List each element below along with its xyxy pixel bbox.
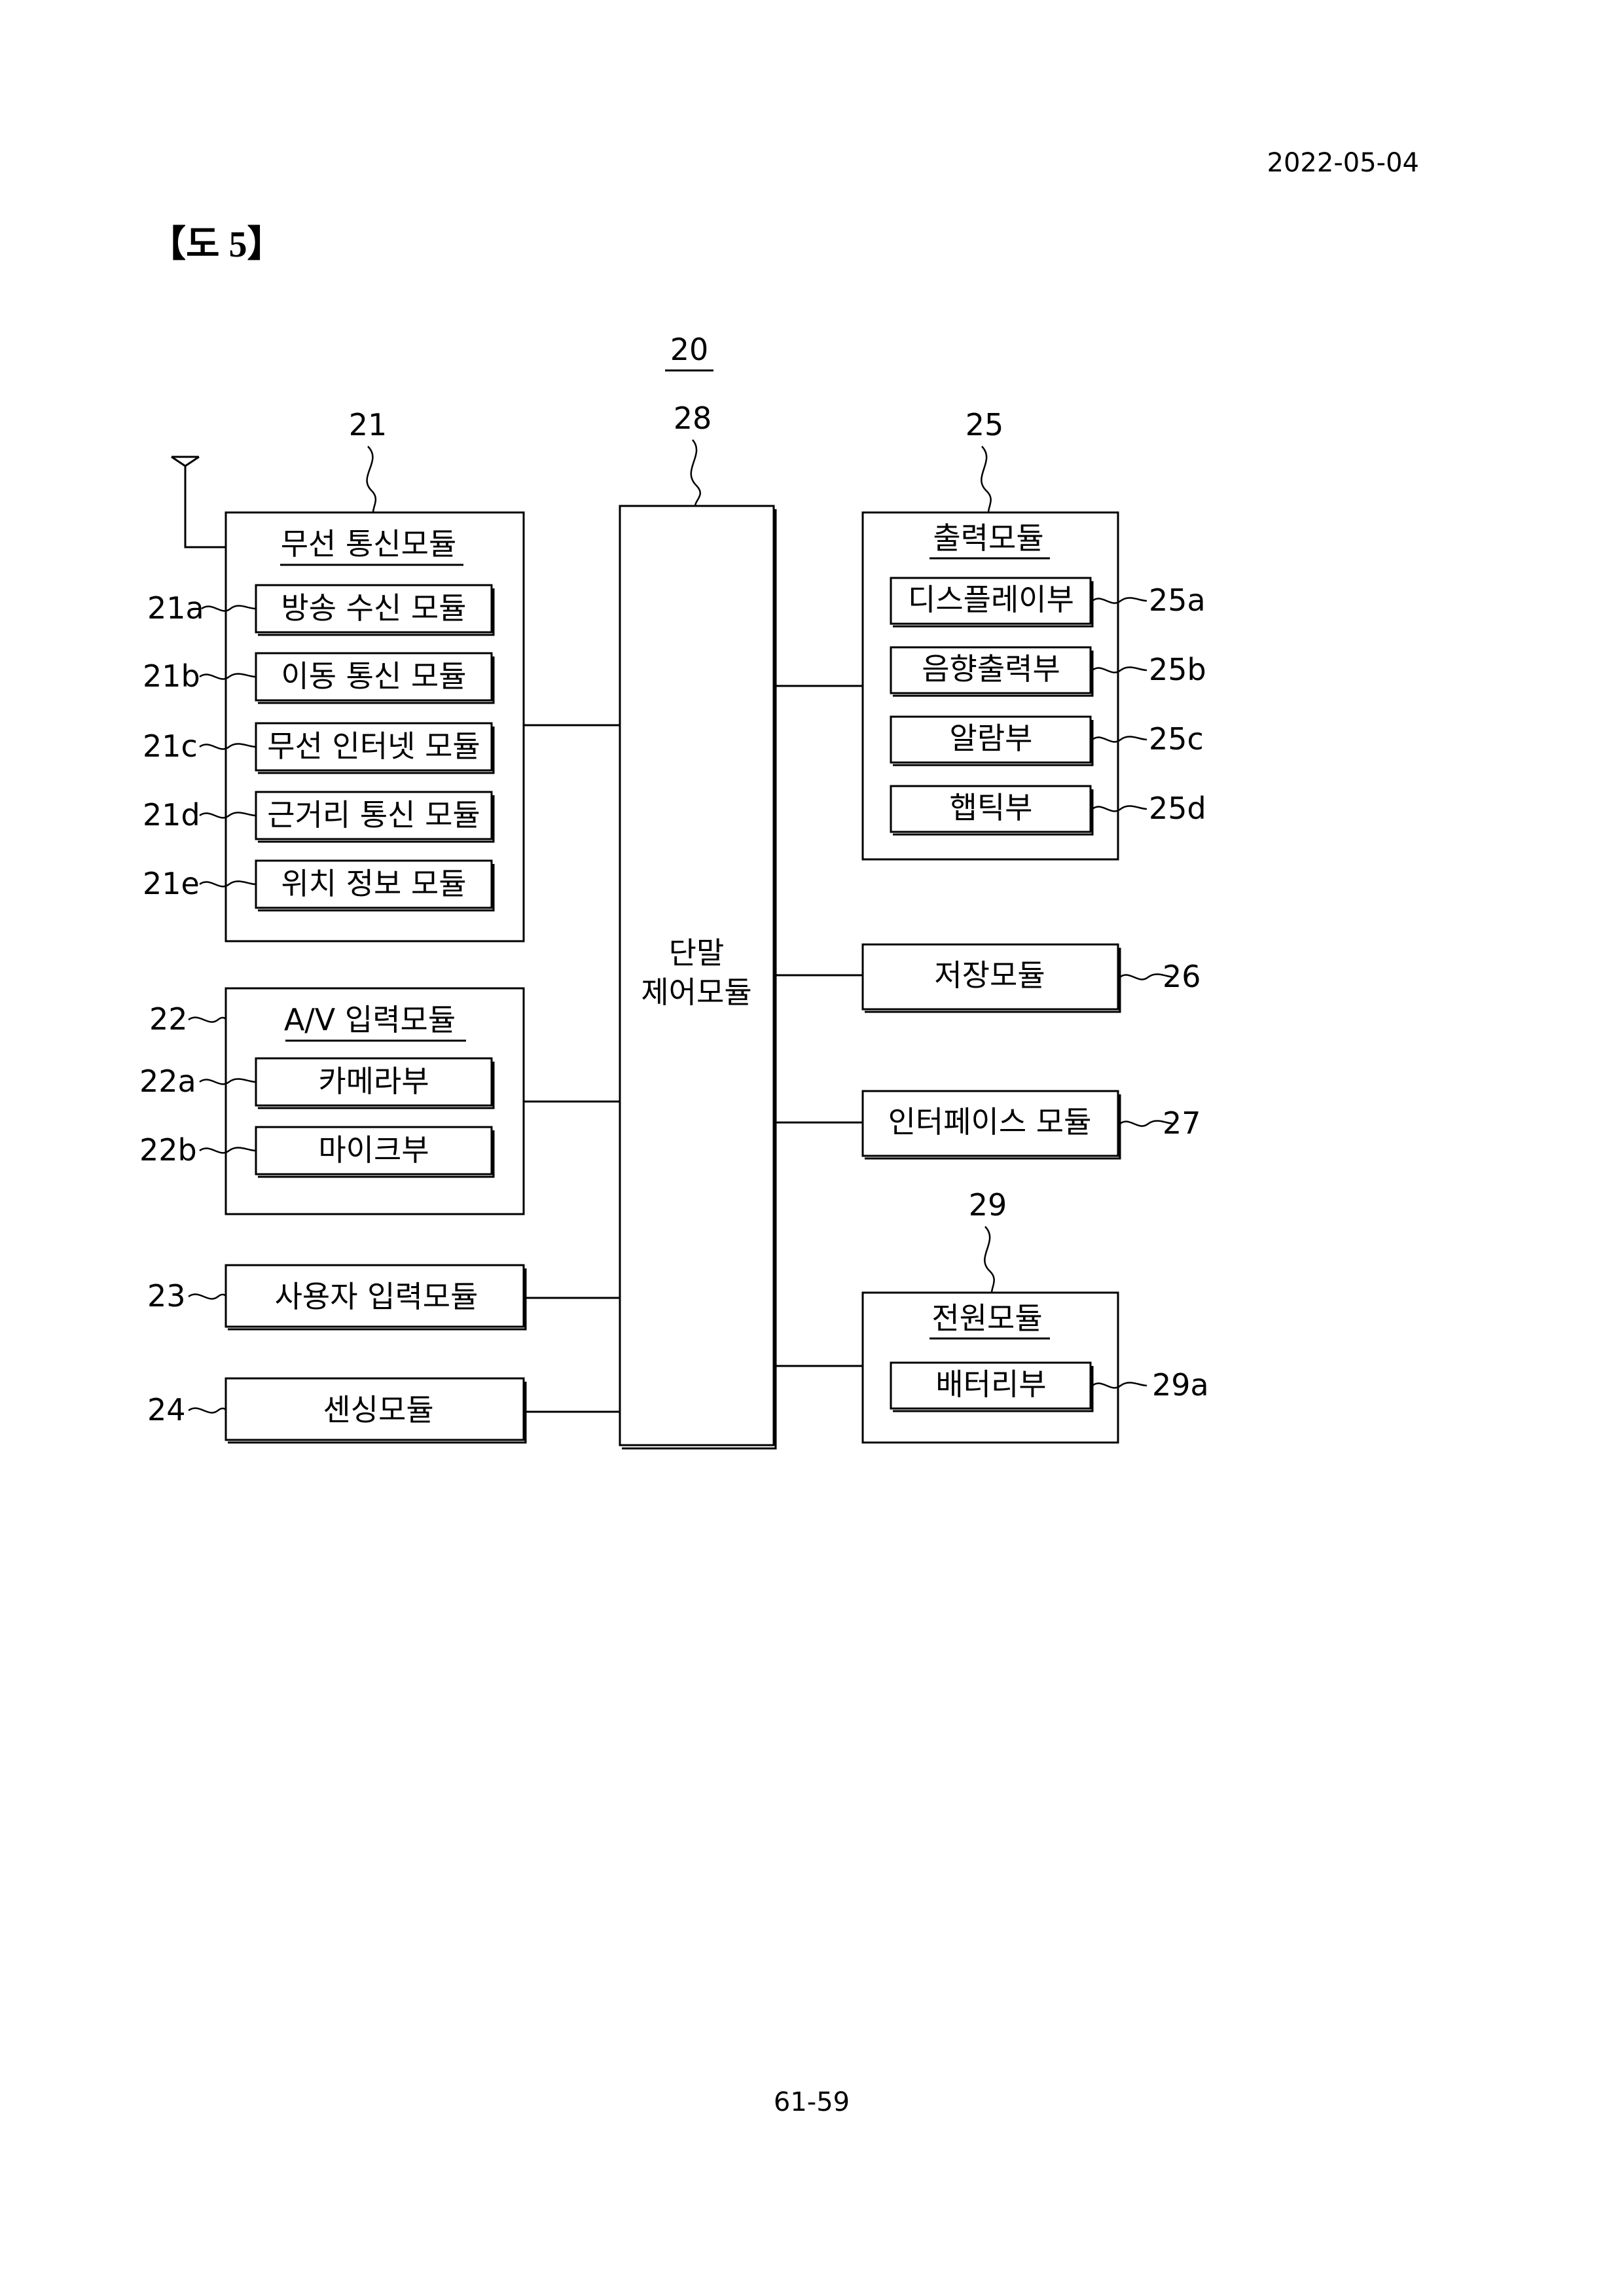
display-label: 디스플레이부	[908, 582, 1074, 617]
short-range-communication-label: 근거리 통신 모듈	[267, 797, 480, 833]
wireless-internet-label: 무선 인터넷 모듈	[267, 728, 480, 764]
control-ref: 28	[674, 401, 712, 436]
display-box	[890, 577, 1092, 625]
storage-module-box	[861, 943, 1119, 1011]
haptic-ref: 25d	[1149, 791, 1206, 826]
battery-label: 배터리부	[935, 1367, 1046, 1402]
storage-module-label: 저장모듈	[934, 958, 1045, 993]
user-input-module-ref: 23	[147, 1278, 186, 1314]
storage-module-ref: 26	[1163, 959, 1201, 994]
wireless-item: 근거리 통신 모듈 21d	[143, 791, 495, 843]
control-module: 단말 제어모듈	[619, 505, 777, 1450]
short-range-communication-ref: 21d	[143, 797, 200, 833]
av-item: 카메라부 22a	[139, 1057, 495, 1109]
wireless-item: 무선 인터넷 모듈 21c	[143, 722, 495, 774]
microphone-label: 마이크부	[318, 1132, 429, 1168]
interface-module: 인터페이스 모듈 27	[861, 1090, 1201, 1160]
wireless-ref-leader	[366, 446, 377, 513]
broadcast-receiver-ref: 21a	[147, 590, 204, 626]
power-module-title: 전원모듈	[931, 1300, 1042, 1336]
sound-output-label: 음향출력부	[922, 651, 1060, 687]
sound-output-box	[890, 646, 1092, 694]
broadcast-receiver-label: 방송 수신 모듈	[281, 590, 466, 626]
mobile-communication-ref: 21b	[143, 658, 200, 694]
output-item: 음향출력부 25b	[890, 646, 1206, 697]
interface-module-ref: 27	[1163, 1105, 1201, 1141]
power-item: 배터리부 29a	[890, 1361, 1209, 1412]
output-item: 디스플레이부 25a	[890, 577, 1206, 628]
battery-ref: 29a	[1152, 1367, 1209, 1403]
power-ref-leader	[984, 1226, 995, 1293]
user-input-module: 사용자 입력모듈 23	[147, 1264, 527, 1331]
page-number: 61-59	[774, 2087, 850, 2117]
broadcast-receiver-box	[255, 584, 493, 634]
location-information-ref: 21e	[143, 866, 200, 901]
wireless-item: 방송 수신 모듈 21a	[147, 584, 495, 636]
location-information-label: 위치 정보 모듈	[281, 866, 466, 901]
av-input-module-ref: 22	[149, 1001, 188, 1037]
short-range-communication-box	[255, 791, 493, 840]
antenna-icon	[171, 456, 226, 548]
sound-output-ref: 25b	[1149, 652, 1206, 687]
control-ref-leader	[690, 439, 701, 507]
figure-label: 【도 5】	[149, 224, 284, 265]
storage-module: 저장모듈 26	[861, 943, 1201, 1013]
sensing-module: 센싱모듈 24	[147, 1377, 527, 1444]
alarm-label: 알람부	[950, 721, 1033, 756]
sensing-module-label: 센싱모듈	[323, 1392, 433, 1427]
interface-module-label: 인터페이스 모듈	[888, 1104, 1092, 1139]
control-module-box	[619, 505, 775, 1446]
output-item: 알람부 25c	[890, 715, 1204, 766]
user-input-module-box	[225, 1264, 525, 1328]
output-ref: 25	[965, 407, 1004, 442]
alarm-box	[890, 715, 1092, 764]
power-ref: 29	[969, 1187, 1007, 1223]
wireless-ref: 21	[349, 407, 388, 442]
output-item: 햅틱부 25d	[890, 785, 1206, 836]
battery-box	[890, 1361, 1092, 1410]
wireless-item: 위치 정보 모듈 21e	[143, 859, 495, 912]
microphone-ref: 22b	[139, 1132, 197, 1168]
sensing-module-ref: 24	[147, 1392, 186, 1427]
camera-label: 카메라부	[318, 1064, 429, 1099]
wireless-internet-ref: 21c	[143, 728, 198, 764]
wireless-item: 이동 통신 모듈 21b	[143, 652, 495, 704]
mobile-communication-label: 이동 통신 모듈	[281, 658, 466, 694]
av-item: 마이크부 22b	[139, 1126, 495, 1178]
control-module-label-2: 제어모듈	[641, 975, 751, 1010]
output-ref-leader	[981, 446, 992, 513]
haptic-label: 햅틱부	[950, 790, 1033, 825]
display-ref: 25a	[1149, 583, 1206, 618]
control-module-shadow	[622, 509, 777, 1450]
user-input-module-label: 사용자 입력모듈	[275, 1279, 478, 1314]
interface-module-box	[861, 1090, 1119, 1157]
location-information-box	[255, 859, 493, 909]
camera-ref: 22a	[139, 1064, 196, 1099]
control-module-label-1: 단말	[669, 935, 725, 971]
wireless-module-title: 무선 통신모듈	[281, 526, 457, 562]
alarm-ref: 25c	[1149, 721, 1204, 757]
document-date: 2022-05-04	[1267, 148, 1419, 178]
output-module-title: 출력모듈	[933, 520, 1043, 556]
av-input-module-title: A/V 입력모듈	[284, 1002, 456, 1037]
wireless-internet-box	[255, 722, 493, 772]
system-ref: 20	[670, 332, 709, 367]
haptic-box	[890, 785, 1092, 833]
camera-box	[255, 1057, 493, 1107]
